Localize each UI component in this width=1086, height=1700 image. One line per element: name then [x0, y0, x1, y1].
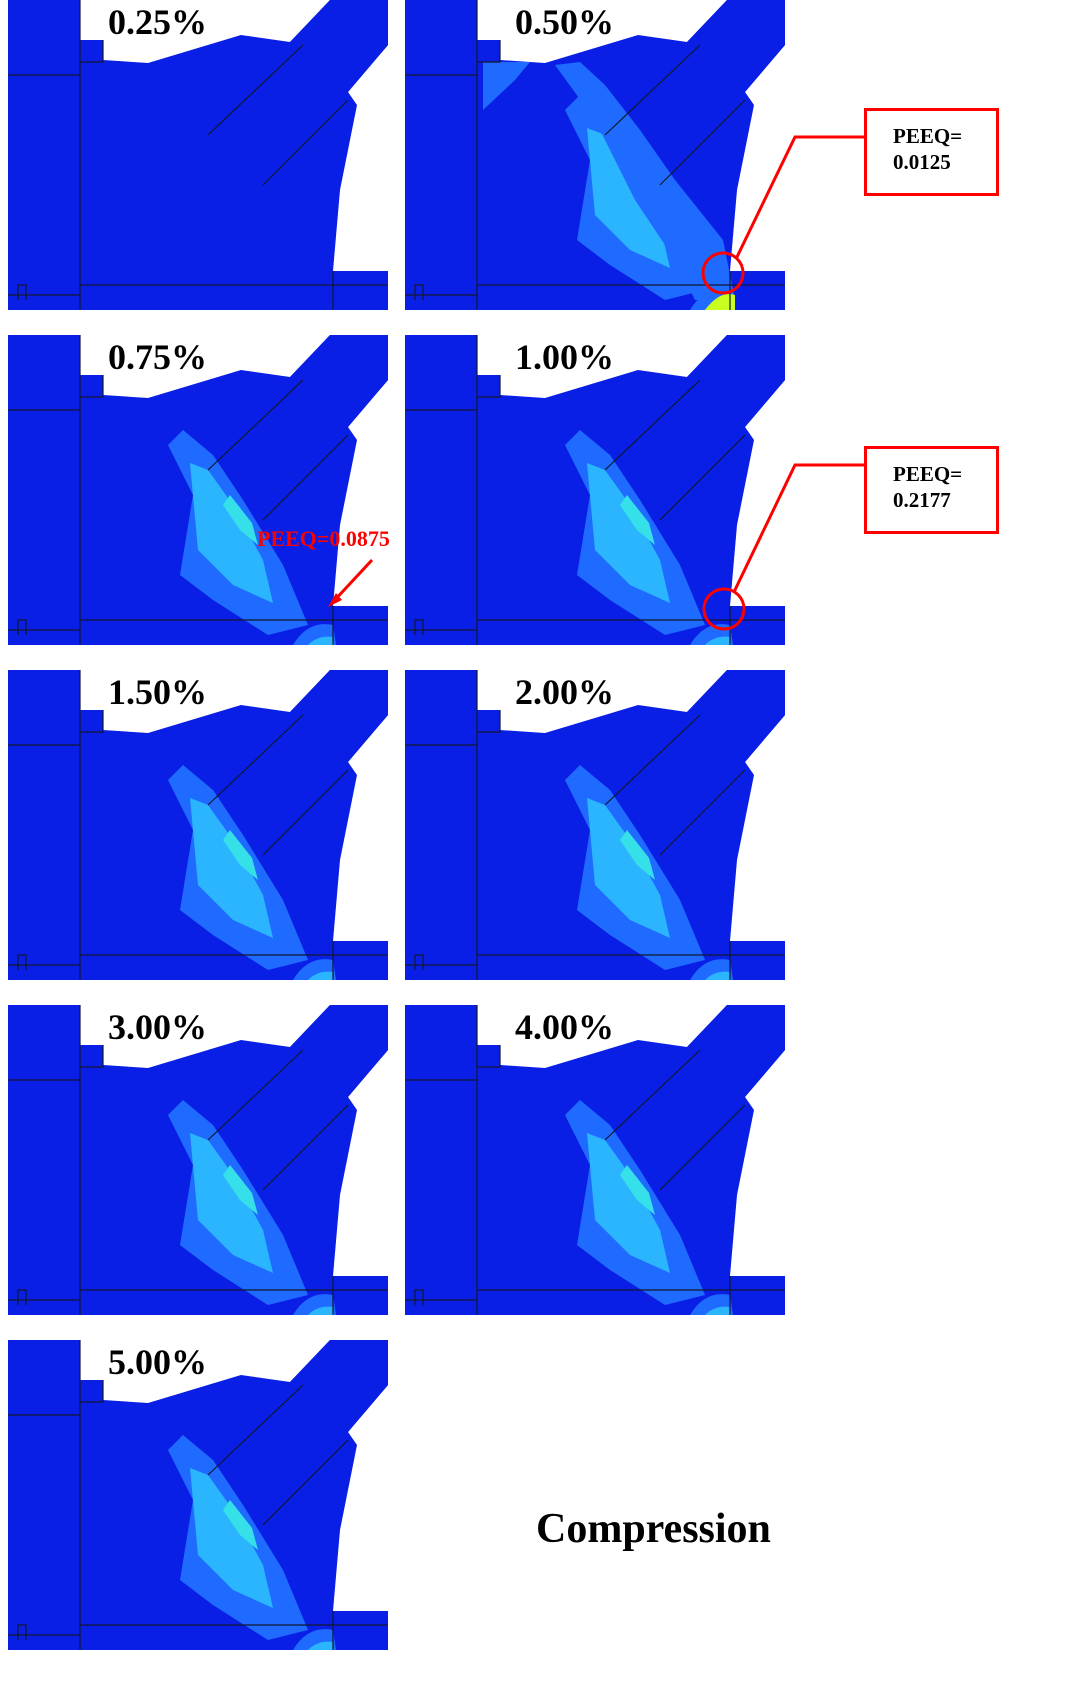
brace-member: [290, 0, 388, 92]
contour-band-inner: [223, 1165, 258, 1215]
fe-mesh-plot: [8, 0, 388, 310]
callout-2-line2: 0.2177: [893, 488, 951, 513]
brace-member: [687, 335, 785, 427]
contour-band-extended: [555, 62, 735, 300]
contour-panel: 1.50%: [8, 670, 388, 980]
contour-band-inner: [620, 495, 655, 545]
contour-band-inner: [223, 830, 258, 880]
brace-member: [290, 1340, 388, 1432]
column-member: [8, 335, 80, 645]
peeq-callout-1: PEEQ= 0.0125: [864, 108, 999, 196]
contour-band-mid: [587, 798, 670, 938]
contour-corner-core: [705, 971, 731, 980]
contour-band-mid: [190, 798, 273, 938]
strain-level-label: 2.00%: [515, 672, 614, 712]
callout-1-line2: 0.0125: [893, 150, 951, 175]
fe-mesh-plot: [405, 670, 785, 980]
contour-band-mid: [587, 463, 670, 603]
strain-level-label: 1.00%: [515, 337, 614, 377]
contour-panel: 4.00%: [405, 1005, 785, 1315]
callout-2-line1: PEEQ=: [893, 462, 963, 486]
contour-panel: 5.00%: [8, 1340, 388, 1650]
column-member: [8, 670, 80, 980]
fe-mesh-plot: [405, 0, 785, 310]
fe-mesh-plot: [8, 670, 388, 980]
strain-level-label: 1.50%: [108, 672, 207, 712]
mesh-outlines: [405, 335, 785, 645]
strain-level-label: 0.50%: [515, 2, 614, 42]
column-member: [405, 0, 477, 310]
fe-mesh-plot: [405, 335, 785, 645]
column-member: [405, 335, 477, 645]
contour-band-mid: [587, 128, 670, 268]
contour-panel: 0.75%: [8, 335, 388, 645]
contour-panel: 1.00%: [405, 335, 785, 645]
fe-mesh-plot: [8, 335, 388, 645]
peeq-inline-annotation: PEEQ=0.0875: [257, 526, 390, 551]
contour-panel: 2.00%: [405, 670, 785, 980]
contour-band-mid: [587, 1133, 670, 1273]
strain-level-label: 0.25%: [108, 2, 207, 42]
contour-panel: 3.00%: [8, 1005, 388, 1315]
contour-band-mid: [190, 1133, 273, 1273]
gusset-plate: [80, 0, 388, 310]
contour-corner-core: [308, 1641, 334, 1650]
contour-band-mid: [190, 1468, 273, 1608]
column-member: [8, 1005, 80, 1315]
fe-mesh-plot: [405, 1005, 785, 1315]
brace-member: [290, 335, 388, 427]
mesh-outlines: [405, 1005, 785, 1315]
contour-band-mid: [190, 463, 273, 603]
contour-corner-core: [308, 1306, 334, 1315]
contour-panel: 0.50%: [405, 0, 785, 310]
contour-band-inner: [223, 495, 258, 545]
fe-mesh-plot: [8, 1340, 388, 1650]
contour-panel: 0.25%: [8, 0, 388, 310]
contour-corner-core: [705, 636, 731, 645]
column-member: [405, 1005, 477, 1315]
figure-caption: Compression: [536, 1506, 771, 1552]
mesh-outlines: [405, 670, 785, 980]
peeq-callout-2: PEEQ= 0.2177: [864, 446, 999, 534]
column-member: [8, 1340, 80, 1650]
mesh-outlines: [8, 0, 388, 310]
contour-band-topleft: [483, 62, 530, 110]
mesh-outlines: [8, 1005, 388, 1315]
contour-hotspot: [705, 294, 735, 310]
contour-corner-core: [705, 1306, 731, 1315]
strain-level-label: 0.75%: [108, 337, 207, 377]
column-member: [8, 0, 80, 310]
mesh-outlines: [8, 1340, 388, 1650]
callout-1-line1: PEEQ=: [893, 124, 963, 148]
brace-member: [687, 0, 785, 92]
strain-level-label: 4.00%: [515, 1007, 614, 1047]
strain-level-label: 3.00%: [108, 1007, 207, 1047]
brace-member: [687, 1005, 785, 1097]
mesh-outlines: [8, 670, 388, 980]
strain-level-label: 5.00%: [108, 1342, 207, 1382]
contour-corner-core: [308, 636, 334, 645]
contour-band-inner: [620, 1165, 655, 1215]
contour-band-inner: [223, 1500, 258, 1550]
contour-band-inner: [620, 830, 655, 880]
brace-member: [290, 670, 388, 762]
column-member: [405, 670, 477, 980]
brace-member: [290, 1005, 388, 1097]
brace-member: [687, 670, 785, 762]
fe-mesh-plot: [8, 1005, 388, 1315]
mesh-outlines: [8, 335, 388, 645]
contour-corner-core: [308, 971, 334, 980]
